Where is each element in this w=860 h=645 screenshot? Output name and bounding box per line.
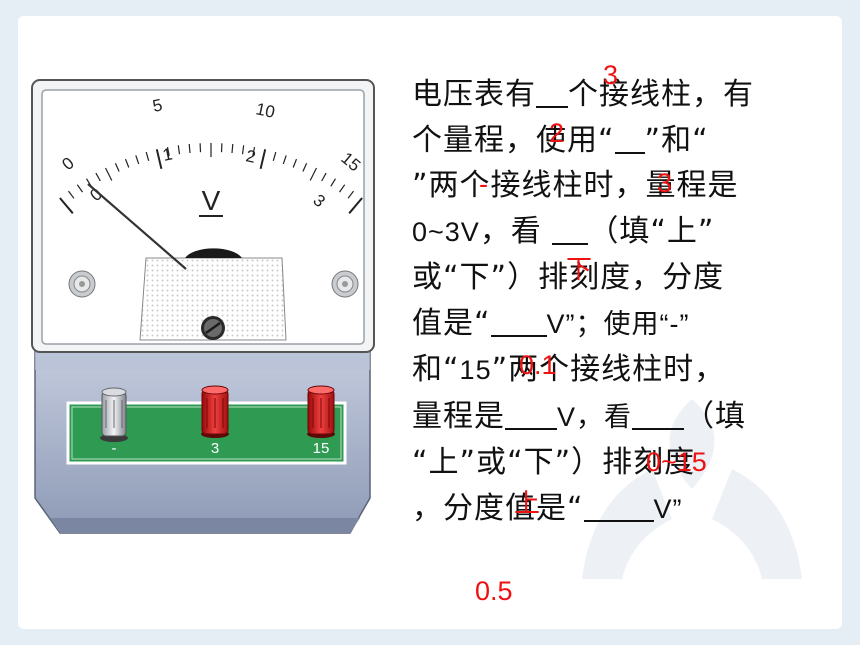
answer-terminals-count: 3 (603, 60, 619, 90)
scale-ticks (59, 143, 363, 214)
answer-upper: 上 (514, 489, 541, 519)
scale-tick (282, 155, 287, 165)
scale-tick (321, 172, 327, 182)
scale-tick (348, 197, 363, 214)
hands-watermark-icon (582, 399, 802, 579)
question-line-6: 值是“V”；使用“-” (412, 305, 690, 341)
blank-terminals-count[interactable] (536, 76, 568, 108)
terminal-label-15: 15 (313, 440, 330, 457)
scale-tick (76, 184, 83, 193)
zero-adjust-plate (139, 248, 287, 341)
answer-division-small: 0.1 (519, 350, 557, 380)
zero-adjust-screw-icon[interactable] (201, 316, 225, 340)
blank-division-large[interactable] (583, 490, 654, 522)
answer-minus-sign: - (479, 169, 488, 199)
unit-label: V (202, 185, 221, 216)
left-screw-icon (68, 270, 96, 298)
question-line-4: 0~3V，看 （填“上” (412, 213, 715, 249)
scale-tick (155, 149, 163, 170)
scale-tick (292, 158, 298, 168)
question-line-1: 电压表有个接线柱，有 (412, 76, 754, 112)
terminal-15[interactable] (307, 385, 335, 438)
lower-scale-2: 2 (244, 146, 257, 167)
scale-tick (104, 167, 113, 181)
terminal-label-minus: - (112, 440, 117, 457)
scale-tick (259, 149, 267, 170)
scale-tick (309, 167, 318, 181)
question-line-5: 或“下”）排刻度，分度 (412, 260, 725, 295)
scale-tick (59, 197, 74, 214)
scale-tick (95, 172, 101, 182)
answer-division-large: 0.5 (475, 576, 513, 606)
answer-three: 3 (657, 168, 673, 198)
question-text: 电压表有个接线柱，有 个量程，使用“”和“ ”两个接线柱时，量程是 0~3V，看… (412, 72, 842, 532)
answer-lower: 下 (566, 255, 593, 285)
lower-scale-1: 1 (161, 144, 174, 165)
scale-tick (339, 184, 346, 193)
scale-tick (124, 158, 130, 168)
upper-scale-5: 5 (151, 95, 164, 116)
question-line-3: ”两个接线柱时，量程是 (412, 168, 739, 203)
scale-tick (177, 145, 181, 155)
scale-tick (145, 151, 150, 161)
question-line-2: 个量程，使用“”和“ (412, 122, 709, 158)
question-line-10: ，分度值是“V” (412, 490, 683, 526)
answer-ranges-count: 2 (549, 118, 565, 148)
upper-scale-10: 10 (254, 99, 276, 122)
blank-scale-row-2[interactable] (632, 398, 685, 430)
voltmeter-illustration: - 3 15 0 5 10 15 0 1 2 3 V (31, 79, 375, 534)
blank-scale-row[interactable] (552, 213, 589, 245)
terminal-label-3: 3 (211, 440, 219, 457)
terminal-minus[interactable] (100, 387, 128, 442)
scale-tick (231, 143, 234, 154)
question-line-7: 和“15”两个接线柱时， (412, 352, 726, 387)
scale-tick (347, 190, 354, 199)
terminal-3[interactable] (201, 385, 229, 438)
scale-tick (252, 146, 256, 157)
scale-tick (68, 190, 75, 199)
scale-tick (135, 155, 140, 165)
blank-division-small[interactable] (490, 305, 547, 337)
scale-tick (166, 146, 170, 157)
scale-tick (188, 143, 191, 154)
blank-terminal-a[interactable] (614, 122, 645, 154)
answer-range-large: 0~15 (646, 447, 707, 477)
question-line-9: “上”或“下”）排刻度 (412, 445, 696, 480)
scale-tick (330, 178, 337, 187)
right-screw-icon (331, 270, 359, 298)
scale-tick (241, 145, 245, 155)
scale-tick (272, 151, 277, 161)
scale-tick (114, 163, 120, 172)
scale-tick (302, 163, 308, 172)
blank-range-large[interactable] (505, 398, 557, 430)
meter-needle (87, 183, 187, 270)
